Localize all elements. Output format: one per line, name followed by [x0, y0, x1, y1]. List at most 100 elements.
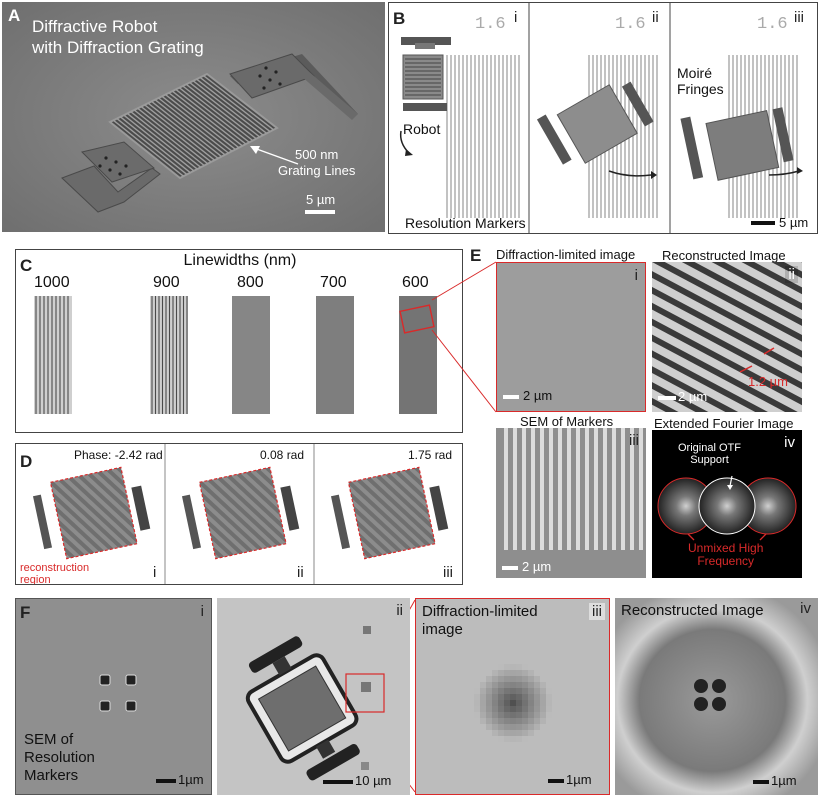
- panel-a-arrow-label: 500 nm Grating Lines: [278, 147, 355, 179]
- panel-d: D Phase: -2.42 rad 0.08 rad 1.75 rad i i…: [15, 443, 463, 585]
- sem-line: [540, 428, 544, 550]
- grating-line: [119, 116, 191, 174]
- panel-c-gratings: [34, 296, 437, 414]
- panel-f-i: F i SEM of Resolution Markers 1µm: [15, 598, 212, 795]
- panel-a-sem-image: [2, 2, 385, 232]
- panel-b-images: [399, 3, 803, 233]
- sem-line: [513, 428, 517, 550]
- panel-c-width-label-0: 1000: [34, 274, 70, 291]
- panel-e-i-scale-label: 2 µm: [523, 388, 553, 403]
- panel-e-otf-label: Original OTF Support: [678, 442, 741, 466]
- panel-f-sem-line1: SEM of: [24, 731, 74, 748]
- panel-f-sem-line2: Resolution: [24, 749, 95, 766]
- panel-b-moire-label: Moiré Fringes: [677, 65, 724, 97]
- panel-e-sub-i: i: [634, 267, 638, 284]
- panel-f-sub-i: i: [200, 603, 204, 620]
- panel-b-marker-number-ii: 1.6: [615, 15, 646, 34]
- panel-f-sem-line3: Markers: [24, 767, 79, 784]
- panel-c: C Linewidths (nm) 1000 900 800 700 600: [15, 249, 463, 433]
- panel-f-i-scale-label: 1µm: [178, 772, 204, 787]
- panel-b-moire-line2: Fringes: [677, 81, 724, 97]
- panel-a: A Diffractive Robot with Diffraction Gra…: [2, 2, 385, 232]
- d-robot: [330, 466, 449, 560]
- grating-line: [123, 114, 195, 172]
- panel-c-width-label-2: 800: [237, 274, 264, 291]
- panel-e-sub-iv: iv: [784, 434, 795, 451]
- panel-f-sub-iii: iii: [589, 603, 605, 620]
- panel-e-unmixed-line1: Unmixed High: [688, 541, 764, 555]
- panel-e-iii: iii 2 µm: [496, 428, 646, 578]
- panel-c-width-label-1: 900: [153, 274, 180, 291]
- grating-line: [203, 75, 274, 131]
- panel-d-recon-line1: reconstruction: [20, 562, 90, 574]
- grating-line: [164, 94, 236, 150]
- panel-e-sub-iii: iii: [629, 432, 639, 449]
- grating-line: [113, 119, 184, 177]
- panel-c-label: C: [20, 256, 33, 275]
- panel-e-unmixed-label: Unmixed High Frequency: [688, 542, 763, 568]
- panel-f-iv-image: [615, 598, 818, 795]
- grating-line: [178, 87, 250, 143]
- panel-f-iii-title-line2: image: [422, 621, 463, 638]
- panel-f-label: F: [20, 603, 31, 622]
- panel-a-title-line2: with Diffraction Grating: [32, 38, 204, 57]
- panel-e-ii-scale-label: 2 µm: [678, 389, 708, 404]
- grating-line: [192, 80, 264, 136]
- grating-line: [185, 83, 257, 140]
- panel-b-label: B: [393, 9, 406, 28]
- panel-b-moire-line1: Moiré: [677, 65, 713, 81]
- grating-line: [126, 112, 198, 170]
- sem-line: [504, 428, 508, 550]
- grating-line: [199, 76, 271, 133]
- panel-d-phase-1: 0.08 rad: [260, 448, 305, 462]
- sem-line: [603, 428, 607, 550]
- panel-d-phase-2: 1.75 rad: [408, 448, 453, 462]
- sem-line: [522, 428, 526, 550]
- panel-b: B i ii iii 1.6 1.6 1.6 Robot Resolution …: [388, 2, 818, 234]
- panel-b-robot-label: Robot: [403, 121, 441, 137]
- panel-e-label: E: [470, 246, 482, 265]
- panel-f-i-image: [16, 599, 211, 794]
- panel-e-ii-title: Reconstructed Image: [662, 248, 786, 263]
- sem-line: [594, 428, 598, 550]
- grating-line: [140, 106, 212, 163]
- panel-e-iv-title: Extended Fourier Image: [654, 416, 794, 431]
- grating-line: [151, 100, 223, 158]
- panel-b-scale-label: 5 µm: [779, 215, 809, 230]
- sem-line: [639, 428, 643, 550]
- panel-a-label: A: [8, 6, 21, 25]
- grating-line: [189, 82, 261, 138]
- panel-a-title-line1: Diffractive Robot: [32, 17, 158, 36]
- panel-b-marker-number-iii: 1.6: [757, 15, 788, 34]
- panel-f-ii-image: [217, 598, 410, 795]
- grating-line: [154, 99, 226, 156]
- panel-f-iii-title: Diffraction-limited image: [422, 603, 538, 639]
- panel-a-scale-label: 5 µm: [306, 192, 336, 207]
- panel-f-iii-scale-label: 1µm: [566, 772, 592, 787]
- panel-f-sub-ii: ii: [396, 602, 403, 619]
- panel-e-i-title: Diffraction-limited image: [496, 247, 636, 262]
- grating-line: [182, 85, 254, 142]
- panel-d-sub-iii: iii: [443, 564, 453, 581]
- panel-d-sub-i: i: [153, 564, 157, 581]
- sem-line: [531, 428, 535, 550]
- panel-a-arrow-label-line2: Grating Lines: [278, 163, 356, 178]
- panel-b-resolution-label: Resolution Markers: [405, 215, 526, 231]
- panel-f-iv-title: Reconstructed Image: [621, 602, 764, 619]
- panel-e-iii-image: [496, 428, 646, 578]
- sem-line: [549, 428, 553, 550]
- sem-line: [567, 428, 571, 550]
- grating-line: [137, 107, 209, 165]
- sem-line: [558, 428, 562, 550]
- panel-e-sub-ii: ii: [785, 266, 798, 283]
- panel-b-marker-number-i: 1.6: [475, 15, 506, 34]
- panel-d-sub-ii: ii: [297, 564, 304, 581]
- panel-e-otf-line2: Support: [690, 454, 729, 466]
- panel-e-period-label: 1.2 µm: [748, 374, 789, 389]
- panel-e-i-scalebar: [503, 395, 519, 399]
- panel-b-sub-ii: ii: [652, 9, 659, 26]
- grating-line: [130, 111, 202, 168]
- panel-c-width-label-4: 600: [402, 274, 429, 291]
- panel-d-images: [32, 444, 449, 584]
- panel-b-sub-i: i: [514, 9, 518, 26]
